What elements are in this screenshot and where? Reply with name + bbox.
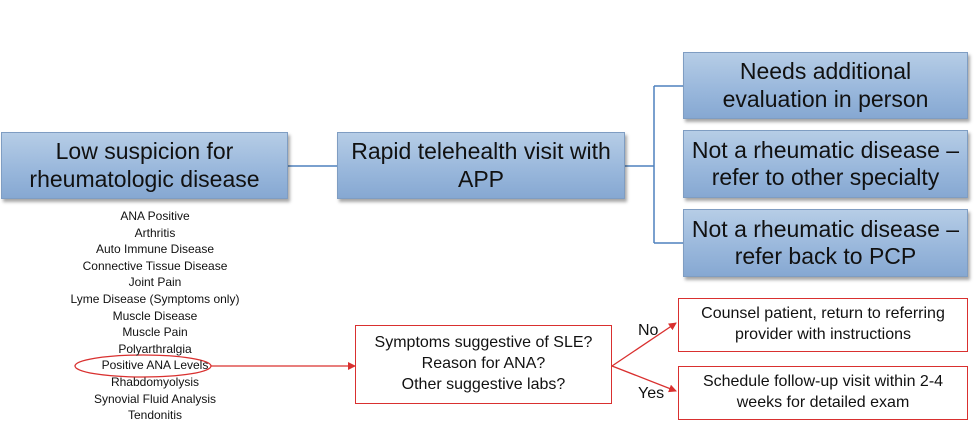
referral-reason-item: Joint Pain — [128, 275, 182, 290]
other-specialty-label: Not a rheumatic disease – refer to other… — [691, 136, 960, 190]
referral-reason-item: Muscle Disease — [112, 308, 198, 323]
needs-eval-box: Needs additional evaluation in person — [683, 52, 968, 119]
back-to-pcp-label: Not a rheumatic disease – refer back to … — [691, 215, 960, 269]
counsel-label: Counsel patient, return to referring pro… — [701, 305, 945, 343]
referral-reason-item: Connective Tissue Disease — [82, 258, 228, 273]
edge-label-yes: Yes — [638, 385, 665, 402]
arrow-questions-to-counsel — [611, 322, 677, 367]
low-suspicion-box: Low suspicion for rheumatologic disease — [1, 132, 288, 199]
telehealth-box: Rapid telehealth visit with APP — [337, 132, 625, 199]
referral-reason-item: Polyarthralgia — [118, 341, 192, 356]
low-suspicion-label: Low suspicion for rheumatologic disease — [29, 138, 260, 192]
questions-box: Symptoms suggestive of SLE? Reason for A… — [355, 325, 612, 404]
schedule-box: Schedule follow-up visit within 2-4 week… — [678, 366, 968, 420]
referral-reason-highlighted: Positive ANA Levels — [101, 358, 209, 373]
edge-label-no: No — [638, 322, 659, 339]
referral-reason-item: Lyme Disease (Symptoms only) — [70, 291, 240, 306]
referral-reason-item: Muscle Pain — [122, 325, 188, 340]
questions-label: Symptoms suggestive of SLE? Reason for A… — [374, 334, 593, 393]
referral-reason-item: Arthritis — [134, 225, 176, 240]
referral-reason-item: Synovial Fluid Analysis — [93, 391, 217, 406]
back-to-pcp-box: Not a rheumatic disease – refer back to … — [683, 209, 968, 277]
referral-reason-item: Rhabdomyolysis — [110, 374, 200, 389]
referral-reason-item: ANA Positive — [120, 209, 190, 223]
other-specialty-box: Not a rheumatic disease – refer to other… — [683, 130, 968, 198]
arrow-questions-to-schedule — [611, 365, 677, 393]
telehealth-label: Rapid telehealth visit with APP — [351, 138, 611, 192]
referral-reason-item: Auto Immune Disease — [95, 242, 215, 257]
schedule-label: Schedule follow-up visit within 2-4 week… — [702, 373, 944, 411]
referral-reason-item: Tendonitis — [127, 408, 183, 423]
needs-eval-label: Needs additional evaluation in person — [722, 58, 929, 112]
counsel-box: Counsel patient, return to referring pro… — [678, 298, 968, 352]
